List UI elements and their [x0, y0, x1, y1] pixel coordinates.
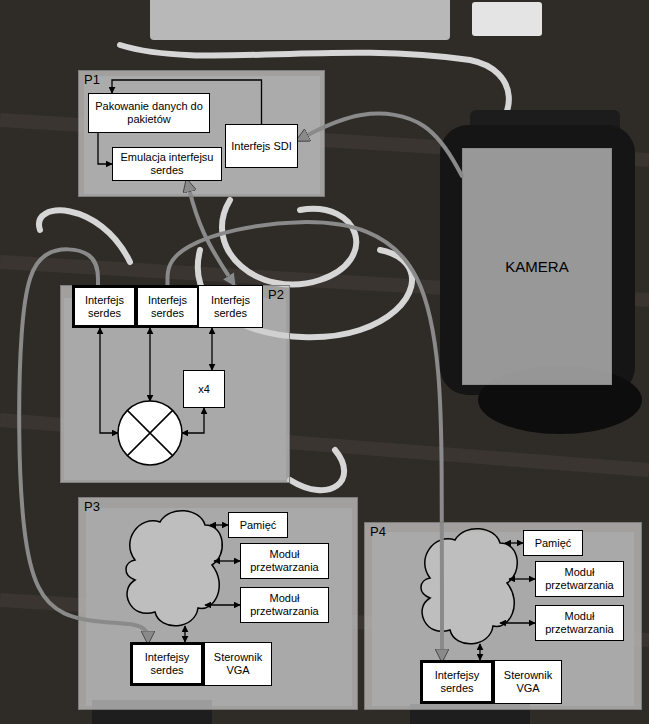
bus-arrow	[214, 560, 240, 561]
function-box: Moduł przetwarzania	[240, 543, 329, 579]
cable	[198, 250, 412, 337]
bus-arrow	[149, 328, 150, 401]
function-box: Interfejsy serdes	[420, 660, 494, 704]
switch-symbol	[118, 401, 182, 465]
board-panel: P4PamięćModuł przetwarzaniaModuł przetwa…	[364, 522, 642, 710]
box-label: Interfejsy serdes	[137, 651, 197, 676]
camera-box: KAMERA	[462, 148, 612, 385]
signal-arrow	[298, 114, 462, 176]
box-label: Moduł przetwarzania	[245, 592, 324, 617]
function-box: Interfejs serdes	[72, 285, 137, 328]
function-box: Moduł przetwarzania	[535, 561, 624, 597]
function-box: Pakowanie danych do pakietów	[88, 93, 210, 133]
interconnect-cloud	[421, 529, 535, 660]
box-label: Emulacja interfejsu serdes	[117, 151, 217, 176]
box-label: KAMERA	[505, 258, 568, 275]
function-box: Pamięć	[228, 512, 288, 538]
function-box: Pamięć	[523, 530, 583, 556]
panel-fill	[78, 497, 358, 710]
box-label: Interfejs serdes	[203, 294, 258, 319]
box-label: Pakowanie danych do pakietów	[93, 100, 205, 125]
panel-label: P1	[79, 71, 324, 90]
panel-fill	[364, 522, 642, 710]
box-label: Interfejs SDI	[231, 140, 292, 153]
board-panel: P1Pakowanie danych do pakietówInterfejs …	[78, 70, 325, 197]
function-box: Interfejsy serdes	[130, 642, 204, 686]
switch-cross	[127, 410, 172, 455]
box-label: Interfejsy serdes	[427, 669, 487, 694]
bus-arrow	[184, 626, 185, 642]
box-label: Moduł przetwarzania	[540, 610, 619, 635]
function-box: Moduł przetwarzania	[240, 587, 329, 623]
box-label: Moduł przetwarzania	[540, 566, 619, 591]
cable	[290, 450, 344, 490]
network-device	[150, 0, 450, 40]
bus-arrow	[210, 524, 228, 525]
function-box: Interfejs serdes	[198, 285, 263, 328]
camera-overlay	[462, 148, 612, 385]
box-label: Interfejs serdes	[142, 294, 193, 319]
signal-arrow	[168, 222, 443, 660]
box-label: Sterownik VGA	[499, 669, 557, 694]
board-panel: P2Interfejs serdesInterfejs serdesInterf…	[60, 285, 290, 483]
panel-fill	[78, 70, 325, 197]
cable	[222, 200, 356, 285]
power-adapter	[472, 2, 542, 36]
box-label: Moduł przetwarzania	[245, 548, 324, 573]
function-box: Interfejs serdes	[135, 285, 200, 328]
board-panel: P3PamięćModuł przetwarzaniaModuł przetwa…	[78, 497, 358, 710]
function-box: Interfejs SDI	[225, 124, 298, 168]
camera-body	[440, 125, 635, 395]
box-label: Pamięć	[535, 537, 572, 550]
function-box: Moduł przetwarzania	[535, 605, 624, 641]
signal-arrow	[211, 328, 212, 370]
function-box: Sterownik VGA	[494, 660, 562, 704]
signal-arrow	[19, 249, 148, 642]
box-label: Sterownik VGA	[209, 651, 267, 676]
function-box: Sterownik VGA	[204, 642, 272, 686]
interconnect-cloud	[126, 511, 222, 626]
function-box: x4	[183, 370, 225, 408]
box-label: x4	[198, 383, 210, 396]
bus-arrow	[182, 408, 204, 433]
bus-arrow	[205, 604, 240, 605]
panel-fill	[60, 285, 290, 483]
function-box: Emulacja interfejsu serdes	[112, 147, 222, 181]
panel-label: P3	[79, 498, 357, 517]
panel-label: P4	[365, 523, 641, 542]
box-label: Interfejs serdes	[79, 294, 130, 319]
signal-arrow	[98, 133, 112, 164]
box-label: Pamięć	[240, 519, 277, 532]
bus-arrow	[100, 328, 118, 433]
